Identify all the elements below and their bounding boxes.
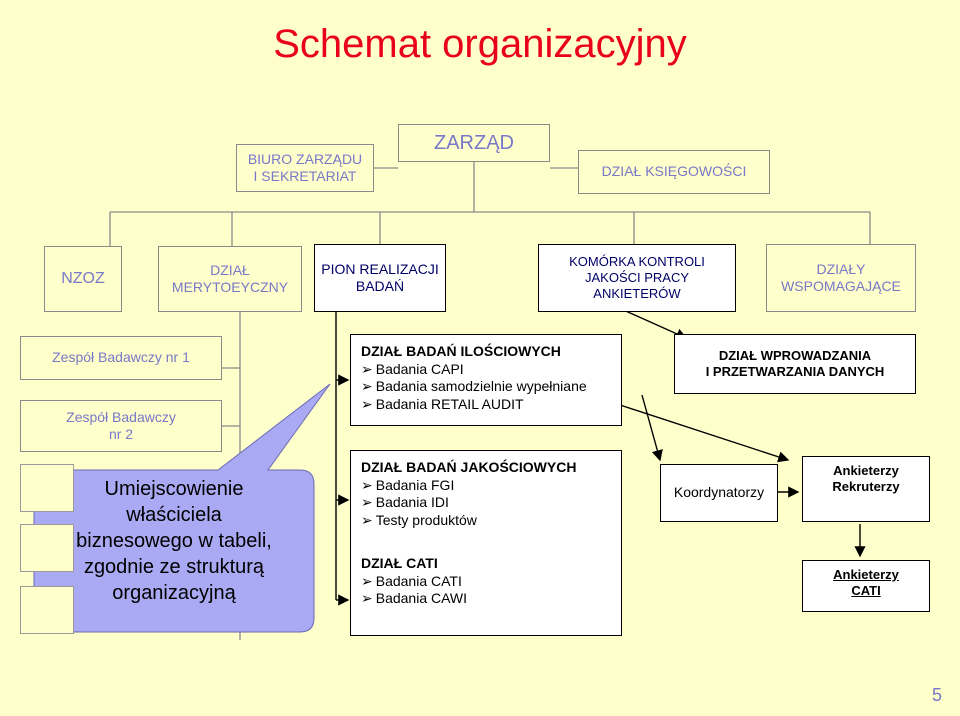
ksiegowosc-box[interactable]: DZIAŁ KSIĘGOWOŚCI (578, 150, 770, 194)
background-box (20, 586, 74, 634)
wprowadzania-box[interactable]: DZIAŁ WPROWADZANIA I PRZETWARZANIA DANYC… (674, 334, 916, 394)
koordynatorzy-box[interactable]: Koordynatorzy (660, 464, 778, 522)
biuro-box[interactable]: BIURO ZARZĄDU I SEKRETARIAT (236, 144, 374, 192)
kontrola-line-1: KOMÓRKA KONTROLI (569, 253, 705, 269)
cati-item: Badania CATI (361, 573, 576, 591)
background-box (20, 464, 74, 512)
merytoeyczny-line-2: MERYTOEYCZNY (171, 279, 289, 295)
zespol-2-box[interactable]: Zespół Badawczy nr 2 (20, 400, 222, 452)
ankieterzy-cati-line-2: CATI (851, 583, 881, 599)
ilosciowe-header: DZIAŁ BADAŃ ILOŚCIOWYCH (361, 343, 561, 359)
callout-line-1: Umiejscowienie (104, 478, 244, 500)
wspomagajace-line-1: DZIAŁY (816, 260, 866, 277)
pion-line-2: BADAŃ (355, 278, 405, 294)
zarzad-label: ZARZĄD (434, 131, 514, 154)
zespol-1-label: Zespół Badawczy nr 1 (52, 349, 190, 366)
ilosciowe-item: Badania RETAIL AUDIT (361, 396, 587, 414)
zarzad-box[interactable]: ZARZĄD (398, 124, 550, 162)
zespol-2-line-2: nr 2 (108, 426, 134, 442)
ankieterzy-rekruterzy-box[interactable]: Ankieterzy Rekruterzy (802, 456, 930, 522)
callout-line-5: organizacyjną (112, 582, 236, 604)
cati-item: Badania CAWI (361, 590, 576, 608)
ilosciowe-item: Badania samodzielnie wypełniane (361, 378, 587, 396)
jakosciowe-item: Badania IDI (361, 494, 576, 512)
merytoeyczny-box[interactable]: DZIAŁ MERYTOEYCZNY (158, 246, 302, 312)
merytoeyczny-line-1: DZIAŁ (210, 261, 250, 278)
page-title: Schemat organizacyjny (273, 22, 687, 66)
callout-line-3: biznesowego w tabeli, (76, 530, 272, 552)
wprowadzania-line-2: I PRZETWARZANIA DANYCH (705, 364, 885, 379)
ksiegowosc-label: DZIAŁ KSIĘGOWOŚCI (601, 163, 747, 180)
ilosciowe-item: Badania CAPI (361, 361, 587, 379)
ankieterzy-rekruterzy-line-1: Ankieterzy (833, 463, 899, 478)
ankieterzy-cati-line-1: Ankieterzy (833, 567, 899, 582)
koordynatorzy-label: Koordynatorzy (673, 484, 765, 501)
ankieterzy-rekruterzy-line-2: Rekruterzy (832, 479, 900, 495)
jakosciowe-item: Testy produktów (361, 512, 576, 530)
callout-line-2: właściciela (126, 504, 222, 526)
page-number: 5 (931, 685, 942, 705)
pion-line-1: PION REALIZACJI (321, 260, 439, 277)
kontrola-box[interactable]: KOMÓRKA KONTROLI JAKOŚCI PRACY ANKIETERÓ… (538, 244, 736, 312)
zespol-1-box[interactable]: Zespół Badawczy nr 1 (20, 336, 222, 380)
jakosciowe-box[interactable]: DZIAŁ BADAŃ JAKOŚCIOWYCH Badania FGI Bad… (350, 450, 622, 636)
wspomagajace-line-2: WSPOMAGAJĄCE (781, 278, 901, 294)
jakosciowe-header: DZIAŁ BADAŃ JAKOŚCIOWYCH (361, 459, 577, 475)
nzoz-label: NZOZ (61, 270, 105, 287)
ilosciowe-box[interactable]: DZIAŁ BADAŃ ILOŚCIOWYCH Badania CAPI Bad… (350, 334, 622, 426)
cati-header: DZIAŁ CATI (361, 555, 438, 571)
kontrola-line-3: ANKIETERÓW (593, 286, 681, 302)
biuro-line-1: BIURO ZARZĄDU (247, 150, 363, 167)
wprowadzania-line-1: DZIAŁ WPROWADZANIA (718, 347, 872, 363)
wspomagajace-box[interactable]: DZIAŁY WSPOMAGAJĄCE (766, 244, 916, 312)
nzoz-box[interactable]: NZOZ (44, 246, 122, 312)
zespol-2-line-1: Zespół Badawczy (66, 408, 176, 425)
background-box (20, 524, 74, 572)
callout-line-4: zgodnie ze strukturą (83, 556, 265, 578)
kontrola-line-2: JAKOŚCI PRACY (584, 269, 690, 285)
ankieterzy-cati-box[interactable]: Ankieterzy CATI (802, 560, 930, 612)
jakosciowe-item: Badania FGI (361, 477, 576, 495)
biuro-line-2: I SEKRETARIAT (253, 168, 357, 184)
pion-box[interactable]: PION REALIZACJI BADAŃ (314, 244, 446, 312)
callout-text: Umiejscowienie właściciela biznesowego w… (34, 476, 314, 606)
